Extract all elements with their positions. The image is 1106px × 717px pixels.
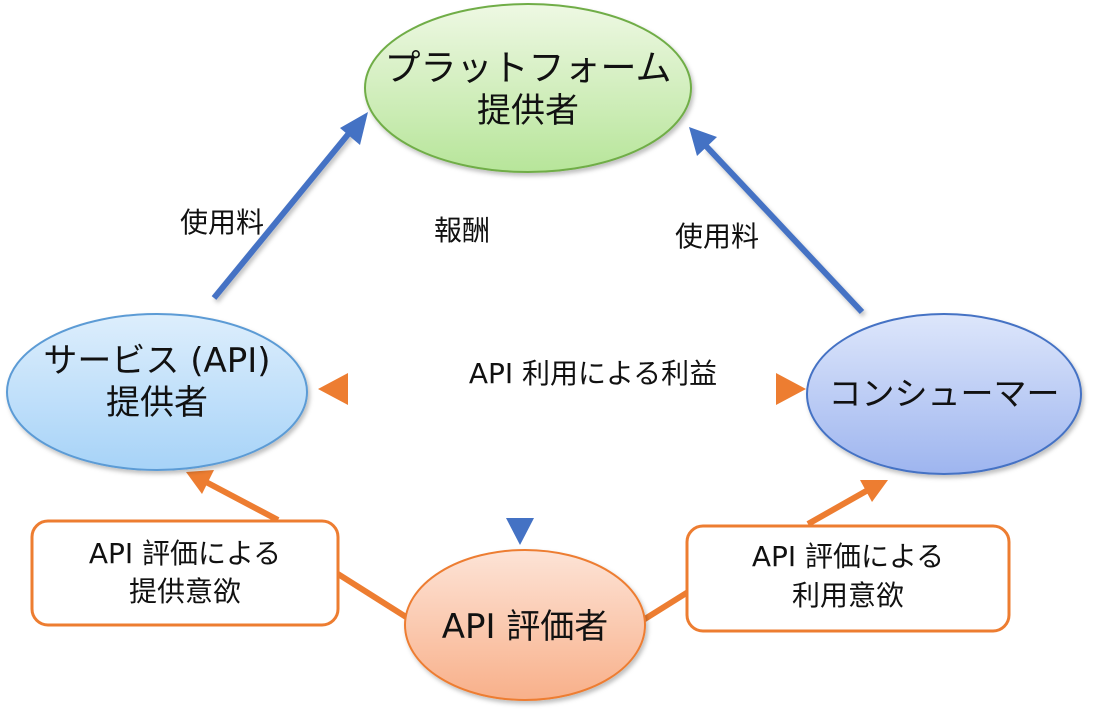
node-consumer-line1: コンシューマー <box>829 374 1060 413</box>
node-service-provider-line2: 提供者 <box>106 383 208 423</box>
arrow-evaluator-to-provider <box>186 470 416 625</box>
callout-usage-line2: 利用意欲 <box>792 579 904 612</box>
arrow-platform-to-evaluator <box>506 180 534 545</box>
arrowhead <box>186 470 214 494</box>
node-platform-provider: プラットフォーム 提供者 <box>364 3 692 173</box>
callout-provider-line2: 提供意欲 <box>129 575 241 608</box>
node-service-provider: サービス (API) 提供者 <box>6 313 308 471</box>
arrowhead <box>689 127 717 156</box>
label-usage-fee-right: 使用料 <box>675 220 759 253</box>
node-platform-line1: プラットフォーム <box>385 48 672 89</box>
arrow-provider-to-platform <box>211 112 368 300</box>
node-evaluator-line1: API 評価者 <box>442 607 609 647</box>
callout-usage-line1: API 評価による <box>752 540 944 573</box>
callout-provider-line1: API 評価による <box>89 537 281 570</box>
arrowhead <box>506 518 534 545</box>
node-api-evaluator: API 評価者 <box>404 549 646 701</box>
node-service-provider-line1: サービス (API) <box>43 341 270 381</box>
arrowhead <box>340 112 368 145</box>
arrow-consumer-to-platform <box>689 127 865 315</box>
arrowhead <box>860 480 888 502</box>
callout-provider-motivation: API 評価による 提供意欲 <box>30 519 340 627</box>
label-reward: 報酬 <box>434 214 490 247</box>
arrowhead-left <box>318 373 348 405</box>
arrow-evaluator-to-consumer <box>638 480 888 625</box>
callout-usage-motivation: API 評価による 利用意欲 <box>685 524 1011 633</box>
arrow-provider-consumer-benefit <box>318 373 806 405</box>
node-consumer: コンシューマー <box>806 313 1082 475</box>
label-api-benefit: API 利用による利益 <box>469 357 717 390</box>
arrowhead-right <box>776 373 806 405</box>
label-usage-fee-left: 使用料 <box>180 206 264 239</box>
node-platform-line2: 提供者 <box>477 91 579 131</box>
